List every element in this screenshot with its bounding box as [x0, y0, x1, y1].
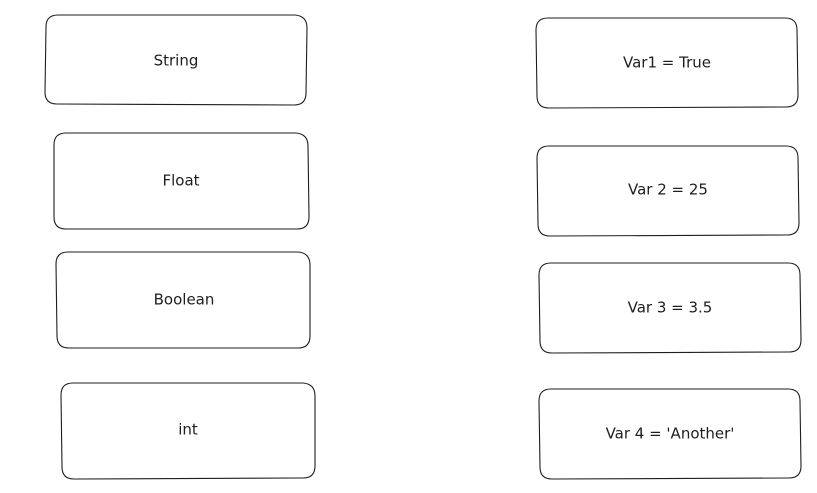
variable-label: Var1 = True — [623, 54, 711, 72]
type-card-float[interactable]: Float — [53, 132, 310, 230]
variable-label: Var 4 = 'Another' — [606, 425, 735, 443]
variable-card-var2[interactable]: Var 2 = 25 — [536, 145, 800, 237]
type-card-boolean[interactable]: Boolean — [55, 251, 311, 349]
type-label: Boolean — [154, 291, 215, 309]
variable-label: Var 2 = 25 — [628, 181, 708, 199]
type-label: String — [154, 52, 199, 70]
variable-label: Var 3 = 3.5 — [628, 299, 713, 317]
card-border — [60, 382, 316, 480]
type-label: Float — [162, 172, 199, 190]
type-card-int[interactable]: int — [60, 382, 316, 480]
card-border — [55, 251, 311, 349]
card-border — [536, 145, 800, 237]
type-label: int — [178, 421, 198, 439]
card-border — [53, 132, 310, 230]
card-border — [44, 14, 308, 106]
variable-card-var1[interactable]: Var1 = True — [535, 17, 799, 109]
card-border — [538, 388, 802, 480]
card-border — [535, 17, 799, 109]
card-border — [538, 262, 802, 354]
variable-card-var3[interactable]: Var 3 = 3.5 — [538, 262, 802, 354]
variable-card-var4[interactable]: Var 4 = 'Another' — [538, 388, 802, 480]
type-card-string[interactable]: String — [44, 14, 308, 106]
